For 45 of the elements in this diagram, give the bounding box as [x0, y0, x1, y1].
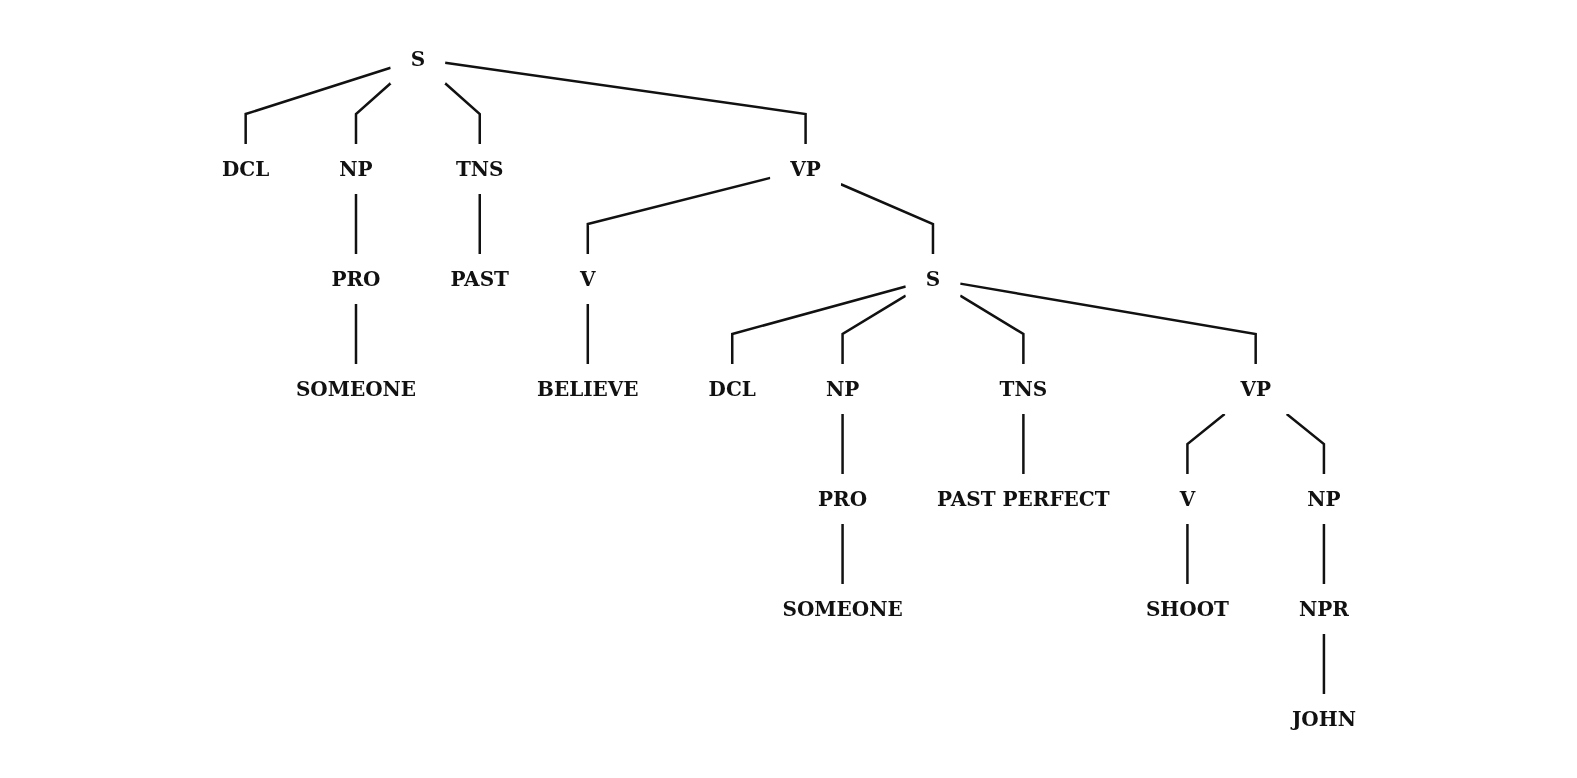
node-text: SHOOT [1145, 596, 1229, 621]
node-text: PAST PERFECT [936, 486, 1110, 511]
node-text: VP [789, 157, 821, 181]
node-text: VP [1239, 376, 1271, 401]
connector [1322, 634, 1325, 694]
connector [586, 304, 589, 364]
connector [840, 414, 844, 474]
node-text: NP [1306, 486, 1341, 511]
connector [478, 194, 481, 254]
connector [586, 176, 771, 254]
connector [354, 304, 357, 364]
node-text: DCL [221, 157, 269, 181]
connector [1021, 414, 1025, 474]
node-text: PRO [330, 266, 381, 291]
node-text: S [925, 266, 940, 291]
connector [1322, 524, 1325, 584]
connector [959, 294, 1025, 364]
connector [243, 66, 391, 144]
node-text: NP [825, 376, 859, 401]
node-text: NP [338, 157, 373, 181]
node-text: PRO [817, 486, 867, 511]
connector [730, 285, 906, 364]
node-text: V [1179, 486, 1195, 511]
connector [839, 183, 934, 254]
node-text: TNS [999, 376, 1047, 401]
node-text: V [579, 266, 596, 291]
connector [1285, 413, 1325, 474]
node-text: JOHN [1291, 706, 1356, 731]
connector [840, 524, 844, 584]
node-text: PAST [450, 266, 509, 291]
node-text: S [410, 47, 425, 71]
node-text: SOMEONE [295, 376, 416, 401]
node-text: NPR [1298, 596, 1349, 621]
node-text: DCL [708, 376, 756, 401]
connector [840, 294, 906, 364]
node-text: SOMEONE [781, 596, 903, 621]
connector [354, 194, 357, 254]
connector [1185, 413, 1225, 474]
connector [444, 61, 807, 144]
connector [443, 82, 481, 144]
connector [959, 282, 1257, 364]
connector [1185, 524, 1189, 584]
node-text: BELIEVE [536, 376, 639, 401]
node-text: TNS [455, 157, 504, 181]
connector [354, 82, 391, 144]
